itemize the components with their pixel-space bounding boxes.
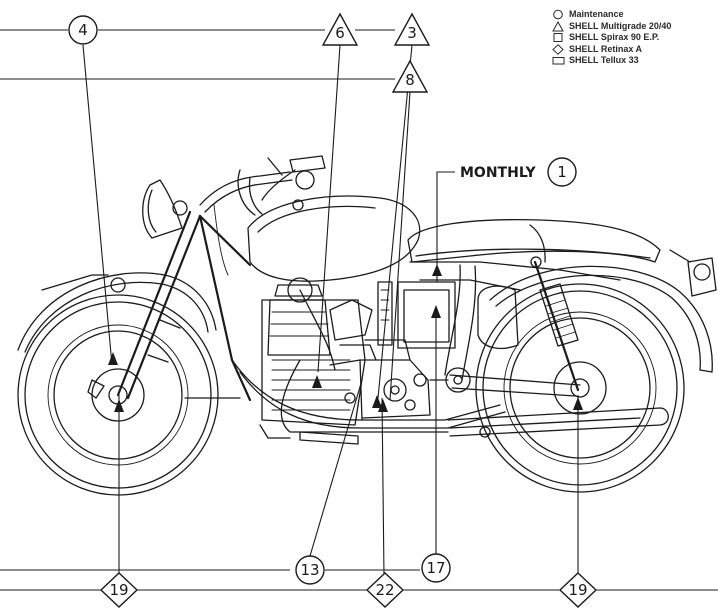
marker-1-label: 1 — [557, 163, 567, 181]
legend-label: SHELL Spirax 90 E.P. — [569, 32, 660, 42]
rear-shock — [530, 256, 580, 392]
legend: Maintenance SHELL Multigrade 20/40 SHELL… — [552, 9, 671, 67]
exhaust — [280, 359, 669, 438]
rear-wheel — [475, 283, 685, 493]
lubrication-arrows — [108, 264, 583, 412]
legend-label: Maintenance — [569, 9, 624, 19]
marker-3-label: 3 — [407, 24, 417, 42]
marker-19-left-label: 19 — [109, 581, 128, 599]
marker-19-left: 19 — [99, 572, 139, 608]
marker-3: 3 — [393, 12, 431, 46]
marker-6: 6 — [321, 12, 359, 46]
monthly-label: MONTHLY — [460, 165, 537, 181]
marker-22: 22 — [365, 572, 405, 608]
circle-icon — [552, 9, 566, 20]
handlebars — [199, 155, 326, 276]
front-fender — [17, 272, 217, 351]
square-icon — [552, 32, 566, 43]
marker-8: 8 — [391, 59, 429, 93]
marker-17: 17 — [421, 553, 451, 583]
side-cover — [477, 285, 519, 349]
swing-arm — [449, 374, 581, 386]
fuel-tank — [247, 195, 421, 282]
marker-13: 13 — [295, 555, 325, 585]
rectangle-icon — [552, 55, 566, 66]
callout-lines — [0, 29, 718, 591]
legend-item-multigrade: SHELL Multigrade 20/40 — [552, 21, 671, 33]
front-wheel — [17, 294, 219, 496]
legend-label: SHELL Multigrade 20/40 — [569, 20, 672, 31]
footrest — [299, 431, 359, 445]
marker-19-right-label: 19 — [568, 581, 587, 599]
legend-item-retinax: SHELL Retinax A — [552, 44, 671, 56]
triangle-icon — [552, 20, 566, 32]
marker-19-right: 19 — [558, 572, 598, 608]
battery — [377, 281, 456, 349]
front-fork — [116, 210, 202, 400]
diamond-icon — [552, 43, 566, 55]
marker-13-label: 13 — [300, 561, 319, 579]
seat — [407, 219, 661, 263]
legend-item-tellux: SHELL Tellux 33 — [552, 55, 671, 67]
marker-4: 4 — [68, 15, 98, 45]
tail-light — [687, 257, 717, 297]
frame — [198, 214, 621, 429]
legend-item-maintenance: Maintenance — [552, 9, 671, 21]
legend-label: SHELL Tellux 33 — [569, 55, 639, 65]
rear-fender — [489, 265, 713, 373]
monthly-callout: MONTHLY 1 — [460, 157, 577, 187]
marker-22-label: 22 — [375, 581, 394, 599]
marker-8-label: 8 — [405, 71, 415, 89]
legend-label: SHELL Retinax A — [569, 43, 643, 54]
motorcycle-drawing — [17, 155, 717, 496]
marker-6-label: 6 — [335, 24, 345, 42]
marker-4-label: 4 — [78, 21, 88, 39]
marker-17-label: 17 — [426, 559, 445, 577]
legend-item-spirax: SHELL Spirax 90 E.P. — [552, 32, 671, 44]
engine — [261, 277, 449, 426]
headlight — [142, 179, 183, 239]
